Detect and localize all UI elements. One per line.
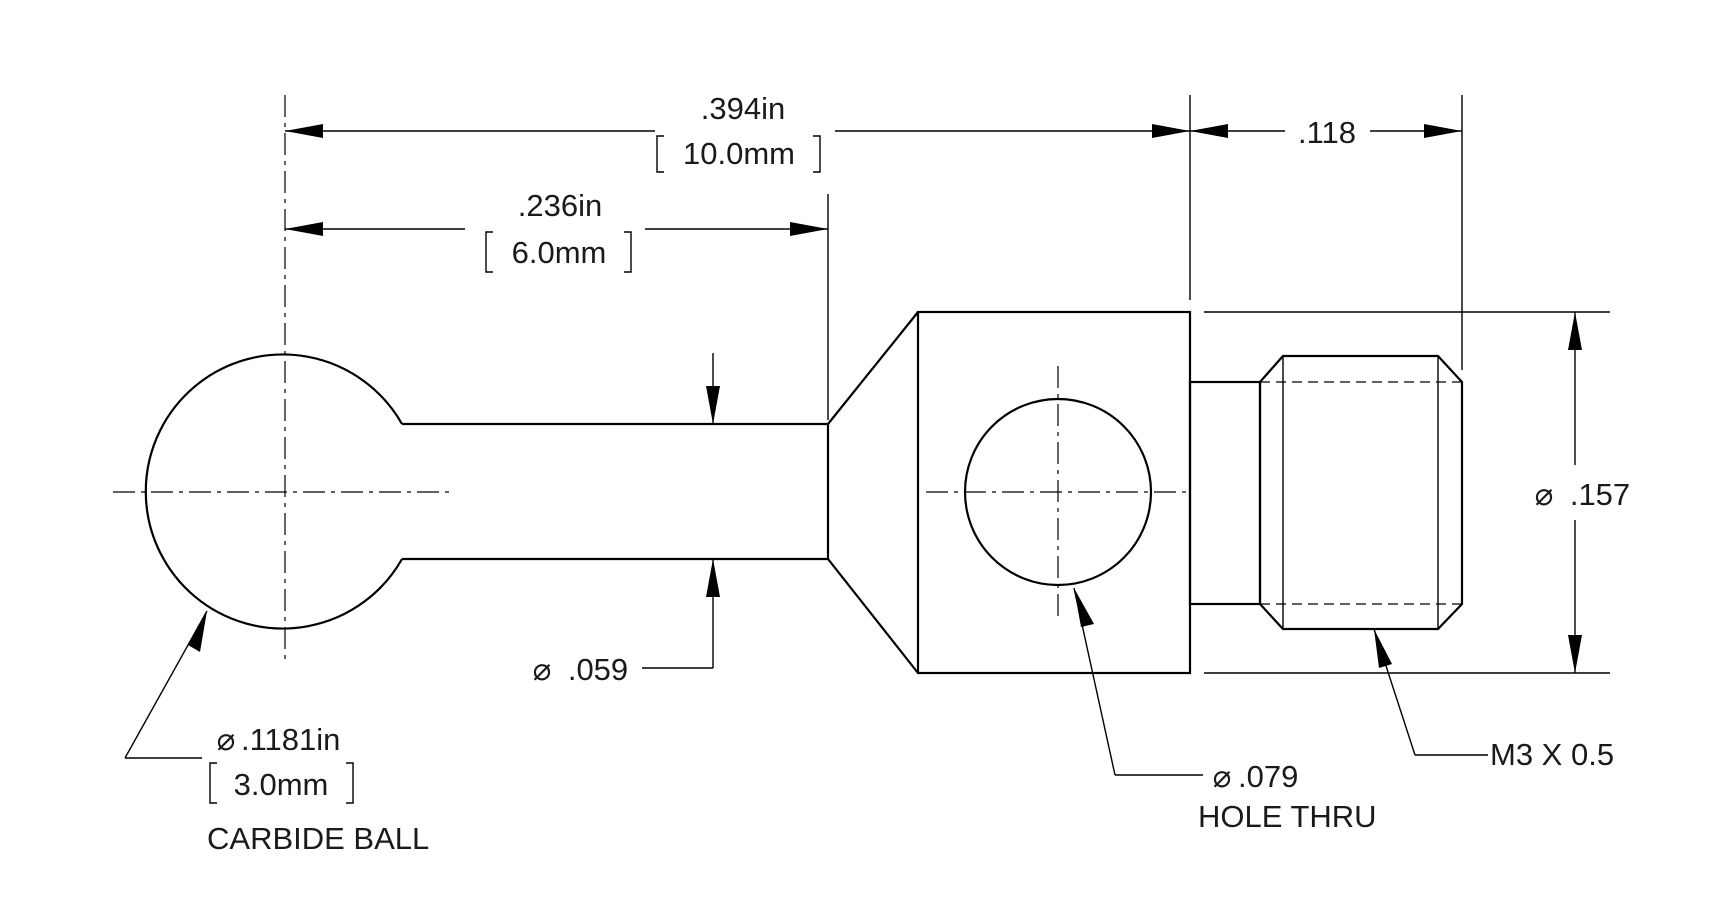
thread-relief-neck: [1188, 380, 1262, 606]
diameter-symbol: ⌀: [1213, 759, 1232, 794]
arrowhead: [1374, 629, 1392, 668]
callout-value: .079: [1238, 759, 1298, 794]
chamfer-top: [827, 311, 919, 425]
dimension-overall-length: .394in 10.0mm: [285, 91, 1190, 173]
callout-value: .1181in: [241, 722, 340, 757]
metric-bracket-right: [624, 231, 632, 273]
carbide-ball: [144, 353, 403, 630]
callout-carbide-ball: ⌀ .1181in 3.0mm CARBIDE BALL: [124, 610, 429, 856]
dimension-thread-length: .118: [1190, 115, 1462, 150]
arrowhead: [285, 124, 323, 138]
arrowhead: [706, 386, 720, 424]
arrowhead: [1568, 635, 1582, 673]
dimension-body-diameter: ⌀ .157: [1535, 312, 1630, 673]
callout-metric: 3.0mm: [234, 767, 329, 802]
dimension-value: .059: [568, 652, 628, 687]
diameter-symbol: ⌀: [533, 652, 552, 687]
extension-lines: [827, 95, 1610, 674]
dimension-metric: 6.0mm: [512, 235, 607, 270]
dimension-value: .157: [1570, 477, 1630, 512]
metric-bracket-left: [485, 231, 493, 273]
dimension-value: .118: [1298, 115, 1356, 150]
arrowhead: [1190, 124, 1228, 138]
arrowhead: [1568, 312, 1582, 350]
dimension-value: .236in: [518, 188, 602, 223]
arrowhead: [1074, 588, 1094, 627]
callout-note: HOLE THRU: [1198, 799, 1377, 834]
metric-bracket-right: [813, 135, 821, 173]
chamfer-bottom: [827, 558, 919, 674]
arrowhead: [285, 222, 323, 236]
diameter-symbol: ⌀: [1535, 477, 1554, 512]
arrowhead: [790, 222, 828, 236]
thread-spec: M3 X 0.5: [1490, 737, 1614, 772]
dimension-metric: 10.0mm: [683, 136, 795, 171]
arrowhead: [706, 559, 720, 597]
callout-hole: ⌀ .079 HOLE THRU: [1073, 587, 1377, 834]
arrowhead: [1424, 124, 1462, 138]
metric-bracket-left: [656, 135, 664, 173]
dimension-shank-diameter: ⌀ .059: [533, 353, 720, 687]
part-outline: [144, 310, 1464, 675]
callout-thread: M3 X 0.5: [1373, 628, 1614, 772]
metric-bracket-right: [346, 762, 354, 804]
diameter-symbol: ⌀: [217, 722, 236, 757]
threaded-section: [1258, 354, 1464, 631]
dimension-shank-length: .236in 6.0mm: [285, 188, 828, 273]
metric-bracket-left: [209, 762, 217, 804]
arrowhead: [188, 611, 207, 652]
centerlines: [113, 95, 1190, 665]
arrowhead: [1152, 124, 1190, 138]
callout-note: CARBIDE BALL: [207, 821, 429, 856]
dimension-value: .394in: [701, 91, 785, 126]
